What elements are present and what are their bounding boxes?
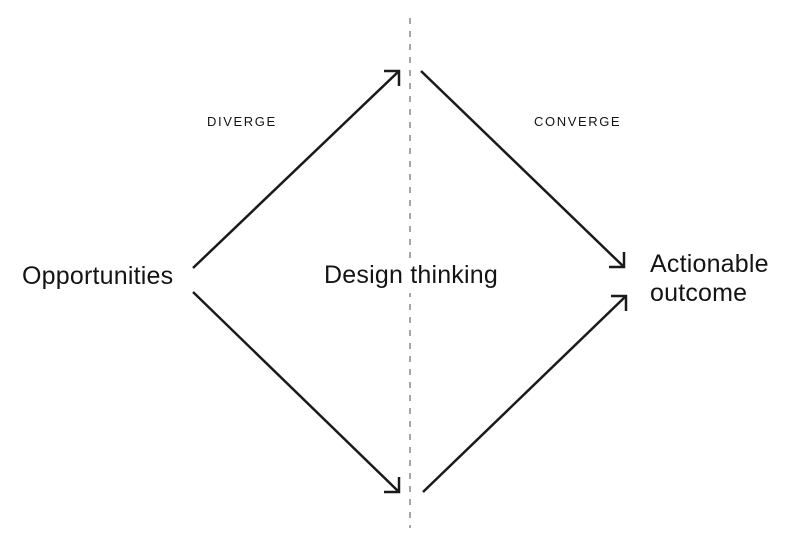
diverge-arrow-upper-shaft [192,70,400,269]
converge-arrow-upper-shaft [420,70,625,268]
diverge-arrow-lower-head-icon [384,477,401,494]
converge-arrow-lower-shaft [422,295,627,493]
converge-arrow-lower-head-icon [611,294,628,311]
diverge-arrow-upper-head-icon [384,69,401,86]
converge-arrow-upper [420,70,626,269]
diagram-title: Design thinking [316,258,506,293]
converge-arrow-upper-head-icon [609,252,626,269]
converge-phase-label: CONVERGE [534,114,622,129]
diverge-arrow-lower [192,291,401,494]
converge-arrow-lower [422,294,628,493]
diverge-arrow-lower-shaft [192,291,400,493]
diverge-arrow-upper [192,69,401,269]
diverge-phase-label: DIVERGE [207,114,277,129]
opportunities-label: Opportunities [22,262,174,290]
actionable-outcome-label: Actionable outcome [650,250,769,307]
